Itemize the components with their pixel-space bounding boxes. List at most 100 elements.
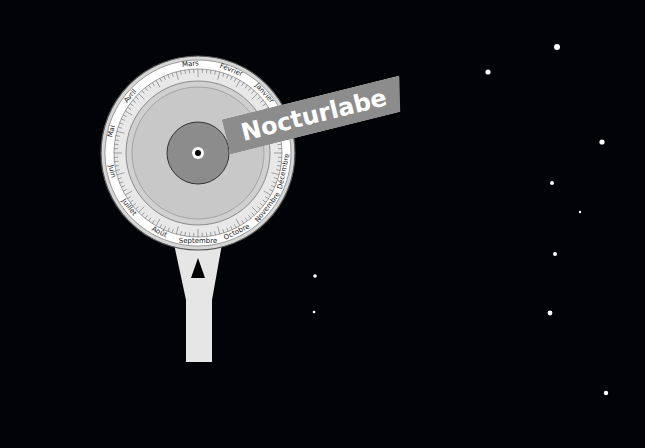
tick	[248, 215, 251, 218]
tick	[160, 78, 162, 82]
tick	[252, 94, 258, 100]
month-disc	[101, 56, 295, 250]
handle	[174, 244, 222, 362]
tick	[245, 218, 247, 221]
tick	[265, 197, 268, 199]
tick	[172, 229, 173, 233]
tick	[145, 215, 148, 218]
sight-notch	[191, 258, 205, 278]
tick	[264, 191, 271, 195]
tick	[252, 207, 258, 213]
tick	[227, 228, 228, 232]
tick	[120, 123, 124, 124]
month-name: Novembre	[254, 191, 282, 224]
tick	[210, 232, 212, 236]
tick	[202, 69, 203, 73]
tick	[118, 178, 122, 179]
tick	[193, 233, 194, 237]
hour-disc	[126, 81, 270, 225]
tick	[180, 231, 182, 235]
tick	[263, 200, 266, 202]
tick	[172, 73, 173, 77]
month-name: Avril	[123, 88, 138, 104]
tick	[115, 139, 119, 141]
tick	[160, 224, 162, 228]
tick	[145, 88, 148, 91]
month-band	[105, 60, 291, 246]
tick	[125, 111, 132, 115]
tick	[214, 71, 216, 75]
tick	[273, 182, 277, 183]
tick	[271, 186, 275, 188]
tick	[274, 178, 278, 179]
tick	[248, 88, 251, 91]
tick	[252, 91, 255, 94]
tick	[242, 220, 244, 223]
tick	[236, 80, 240, 87]
month-name: Février	[219, 63, 244, 79]
tick	[139, 94, 145, 100]
tick	[193, 69, 194, 73]
tick	[223, 229, 224, 233]
sight-hole	[195, 150, 201, 156]
pointer-arm: Nocturlabe	[222, 75, 408, 154]
tick	[184, 232, 186, 236]
tick	[274, 153, 282, 154]
tick	[156, 219, 160, 226]
month-name: Octobre	[223, 223, 251, 242]
month-name: Juillet	[120, 198, 137, 218]
month-name: Décembre	[277, 153, 291, 190]
tick	[118, 127, 122, 128]
tick	[278, 157, 282, 158]
tick	[218, 72, 220, 80]
tick	[227, 75, 228, 79]
tick	[223, 73, 224, 77]
tick	[149, 218, 151, 221]
tick	[114, 157, 118, 158]
month-name: Mai	[107, 125, 117, 139]
tick	[139, 207, 145, 213]
tick	[189, 69, 190, 73]
scale-ticks	[114, 69, 282, 237]
tick	[152, 83, 154, 86]
month-name: Mars	[182, 61, 199, 69]
tick	[114, 148, 118, 149]
tick	[117, 131, 125, 133]
tick	[128, 107, 131, 109]
tick	[121, 186, 125, 188]
tick	[245, 85, 247, 88]
tick	[142, 91, 145, 94]
tick	[156, 80, 160, 87]
tick	[184, 70, 186, 74]
tick	[269, 189, 273, 191]
tick	[198, 229, 199, 237]
tick	[125, 191, 132, 195]
tick	[260, 100, 263, 103]
tick	[128, 197, 131, 199]
tick	[133, 203, 136, 206]
tick	[257, 207, 260, 210]
month-name: Septembre	[179, 238, 218, 245]
tick	[168, 75, 169, 79]
tick	[114, 153, 122, 154]
tick	[231, 226, 233, 230]
tick	[130, 200, 133, 202]
tick	[121, 119, 125, 121]
tick	[252, 212, 255, 215]
tick	[231, 76, 233, 80]
tick	[278, 148, 282, 149]
tick	[123, 189, 127, 191]
tick	[133, 100, 136, 103]
tick	[202, 233, 203, 237]
hub	[167, 122, 229, 184]
tick	[116, 135, 120, 137]
tick	[271, 173, 279, 175]
tick	[214, 231, 216, 235]
day-scale	[114, 69, 282, 237]
tick	[278, 161, 282, 162]
tick	[152, 220, 154, 223]
tick	[176, 226, 178, 234]
tick	[120, 182, 124, 183]
tick	[234, 224, 236, 228]
